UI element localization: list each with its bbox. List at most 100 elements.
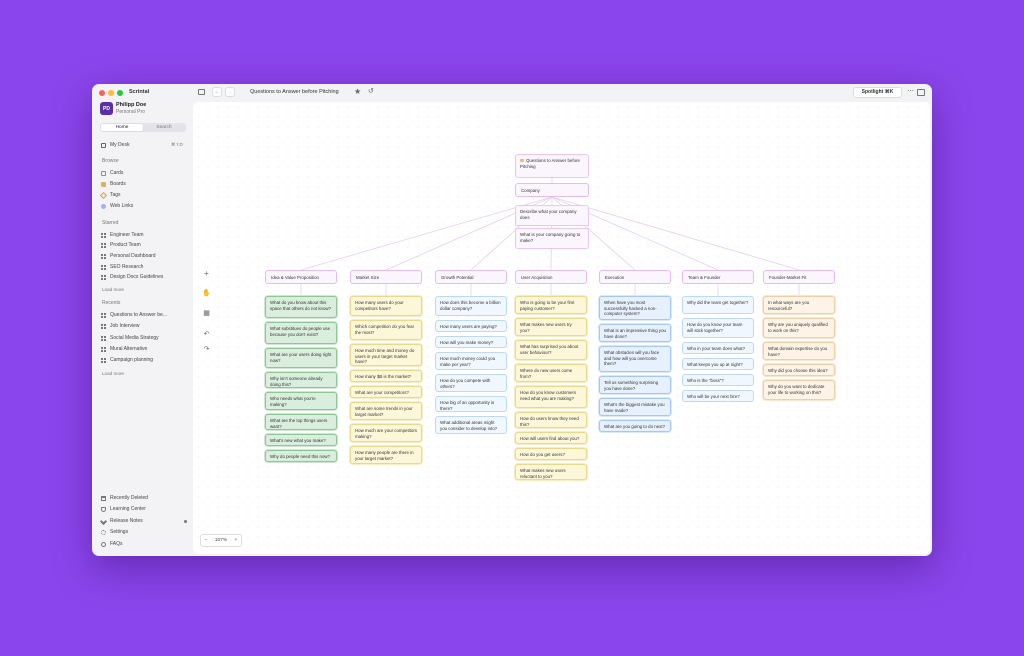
category-header[interactable]: Team & Founder [682,270,754,284]
forward-button[interactable]: → [225,87,235,97]
company-card[interactable]: Company [515,183,589,197]
question-card[interactable]: Who is the "boss"? [682,374,754,386]
question-card[interactable]: Where do new users come from? [515,364,587,382]
question-card[interactable]: Why do people need this now? [265,450,337,462]
recent-item-mural[interactable]: Mural Alternative [101,345,147,353]
question-card[interactable]: What's new what you make? [265,434,337,446]
question-card[interactable]: What obstacles will you face and how wil… [599,346,671,372]
company-question-card[interactable]: What is your company going to make? [515,228,589,249]
question-card[interactable]: When have you most successfully hacked a… [599,296,671,320]
recent-item-social-media[interactable]: Social Media Strategy [101,334,159,342]
question-card[interactable]: What are your competitors? [350,386,422,398]
sidebar-item-recently-deleted[interactable]: Recently Deleted [101,494,148,502]
question-card[interactable]: How will users find about you? [515,432,587,444]
question-card[interactable]: How do you compete with others? [435,374,507,392]
question-card[interactable]: What substitues do people use because yo… [265,322,337,344]
sidebar-item-web-links[interactable]: Web Links [101,202,133,210]
question-card[interactable]: What keeps you up at night? [682,358,754,370]
category-header[interactable]: Idea & Value Proposition [265,270,337,284]
board-canvas[interactable]: Questions to Answer before Pitching Comp… [193,102,930,554]
tab-search[interactable]: Search [156,125,172,130]
starred-item-product-team[interactable]: Product Team [101,241,141,249]
question-card[interactable]: What are some trends in your target mark… [350,402,422,420]
question-card[interactable]: What are the top things users want? [265,414,337,430]
question-card[interactable]: What are your users doing right now? [265,348,337,368]
question-card[interactable]: What's the biggest mistake you have made… [599,398,671,416]
zoom-out-button[interactable]: − [204,538,208,543]
panel-toggle-icon[interactable] [917,89,925,96]
category-header[interactable]: User Acquisition [515,270,587,284]
recents-load-more[interactable]: Load more [102,371,124,376]
grid-layout-icon[interactable]: ▦ [203,310,210,317]
close-window-icon[interactable] [99,90,105,96]
question-card[interactable]: What are you going to do next? [599,420,671,432]
category-header[interactable]: Growth Potential [435,270,507,284]
question-card[interactable]: What domain expertise do you have? [763,342,835,360]
question-card[interactable]: How much money could you make per year? [435,352,507,370]
minimize-window-icon[interactable] [108,90,114,96]
company-question-card[interactable]: Describe what your company does [515,205,589,226]
sidebar-item-cards[interactable]: Cards [101,169,123,177]
question-card[interactable]: What is an impressive thing you have don… [599,324,671,342]
question-card[interactable]: What makes new users reluctant to you? [515,464,587,480]
question-card[interactable]: How do users know they need this? [515,412,587,428]
sidebar-item-boards[interactable]: Boards [101,180,126,188]
back-button[interactable]: ← [212,87,222,97]
starred-load-more[interactable]: Load more [102,287,124,292]
category-header[interactable]: Founder-Market Fit [763,270,835,284]
sidebar-item-faqs[interactable]: FAQs [101,540,123,548]
question-card[interactable]: How much are your competitors making? [350,424,422,442]
redo-icon[interactable]: ↷ [203,346,210,353]
question-card[interactable]: Who in your team does what? [682,342,754,354]
question-card[interactable]: How many people are there in your target… [350,446,422,464]
avatar[interactable]: PD [100,102,113,115]
question-card[interactable]: How do you know customers need what you … [515,386,587,408]
share-icon[interactable]: ↺ [368,88,374,95]
question-card[interactable]: What has surprised you about user behavi… [515,340,587,360]
question-card[interactable]: Who needs what you're making? [265,392,337,410]
undo-icon[interactable]: ↶ [203,331,210,338]
more-options-icon[interactable]: ⋯ [907,88,914,95]
sidebar-item-settings[interactable]: Settings [101,528,128,536]
category-header[interactable]: Execution [599,270,671,284]
question-card[interactable]: Who will be your next hire? [682,390,754,402]
hand-tool-icon[interactable]: ✋ [202,290,211,297]
question-card[interactable]: Why did you choose this idea? [763,364,835,376]
sidebar-item-my-desk[interactable]: My Desk [101,141,129,149]
maximize-window-icon[interactable] [117,90,123,96]
category-header[interactable]: Market Size [350,270,422,284]
recent-item-job-interview[interactable]: Job Interview [101,322,139,330]
star-icon[interactable]: ★ [354,87,362,96]
question-card[interactable]: How will you make money? [435,336,507,348]
question-card[interactable]: Why are you uniquely qualified to work o… [763,318,835,338]
question-card[interactable]: How many users do your competitors have? [350,296,422,316]
starred-item-design-docs[interactable]: Design Docs Guidelines [101,273,163,281]
zoom-in-button[interactable]: + [234,538,238,543]
recent-item-questions[interactable]: Questions to Answer be... [101,311,167,319]
question-card[interactable]: Why isn't someone already doing this? [265,372,337,388]
sidebar-item-tags[interactable]: Tags [99,191,121,199]
starred-item-personal-dashboard[interactable]: Personal Dashboard [101,252,156,260]
question-card[interactable]: How do you get users? [515,448,587,460]
sidebar-item-release-notes[interactable]: Release Notes [99,517,143,525]
question-card[interactable]: What makes new users try you? [515,318,587,336]
question-card[interactable]: How much time and money do users in your… [350,344,422,366]
root-card[interactable]: Questions to Answer before Pitching [515,154,589,178]
question-card[interactable]: How many users are paying? [435,320,507,332]
question-card[interactable]: What do you know about this space that o… [265,296,337,318]
sidebar-toggle-icon[interactable] [198,89,205,95]
question-card[interactable]: How do you know your team will stick tog… [682,318,754,338]
spotlight-button[interactable]: Spotlight ⌘K [853,87,902,98]
question-card[interactable]: What additional areas might you consider… [435,416,507,434]
question-card[interactable]: Why did the team get together? [682,296,754,314]
starred-item-engineer-team[interactable]: Engineer Team [101,231,144,239]
question-card[interactable]: How many $B is the market? [350,370,422,382]
question-card[interactable]: How does this become a billion dollar co… [435,296,507,316]
question-card[interactable]: How big of an opportunity is there? [435,396,507,412]
question-card[interactable]: Tell us something surprising you have do… [599,376,671,394]
question-card[interactable]: Which competition do you fear the most? [350,320,422,340]
tab-home[interactable]: Home [101,124,143,131]
sidebar-item-learning-center[interactable]: Learning Center [101,505,146,513]
starred-item-seo-research[interactable]: SEO Research [101,263,143,271]
recent-item-campaign[interactable]: Campaign planning [101,356,153,364]
